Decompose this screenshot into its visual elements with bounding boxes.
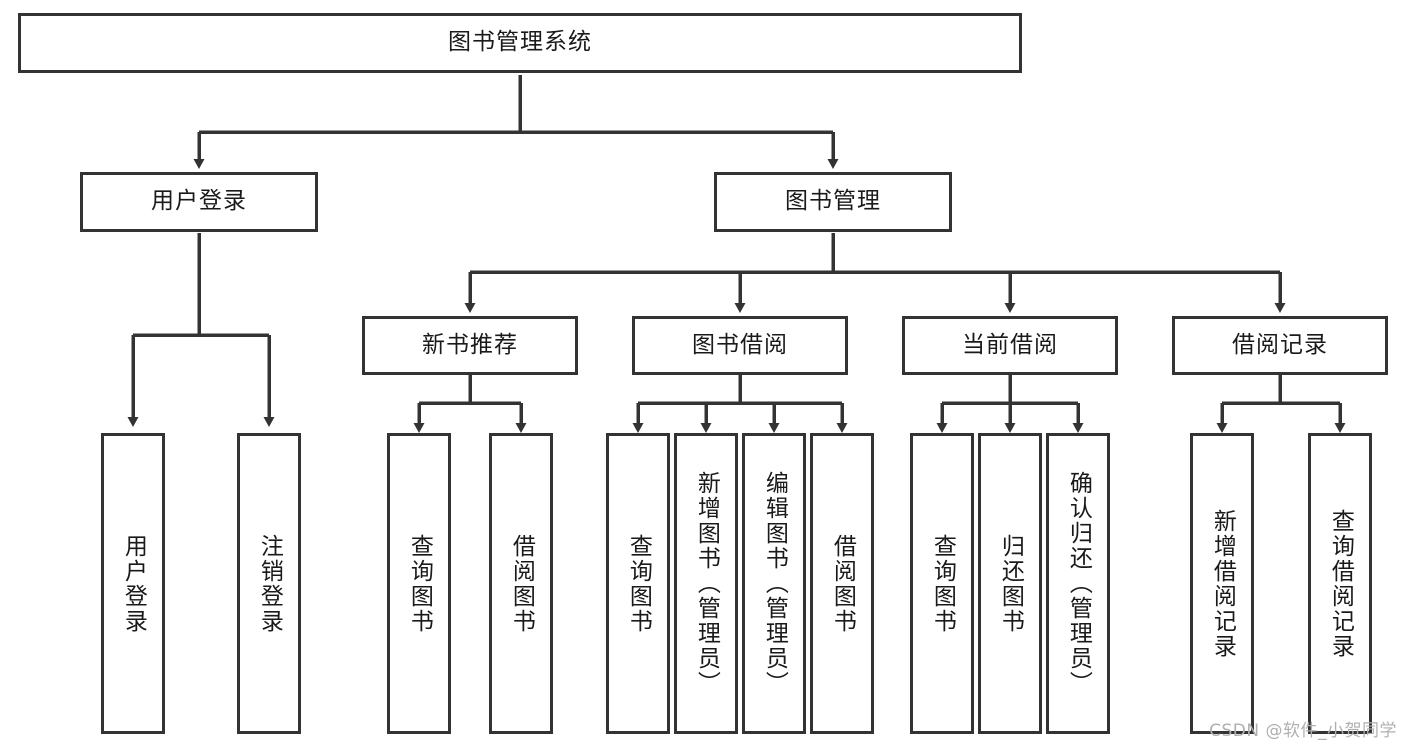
- node-leaf-query-book-3-label: 查询图书: [929, 533, 956, 634]
- node-leaf-query-book-1-label: 查询图书: [406, 533, 433, 634]
- node-leaf-return-book-label: 归还图书: [997, 533, 1024, 634]
- node-book-borrow-label: 图书借阅: [692, 331, 788, 358]
- node-leaf-user-login[interactable]: 用户登录: [101, 433, 165, 734]
- node-user-login-label: 用户登录: [151, 188, 247, 215]
- node-leaf-query-book-1[interactable]: 查询图书: [387, 433, 451, 734]
- node-new-book-recommend-label: 新书推荐: [422, 331, 518, 358]
- node-new-book-recommend[interactable]: 新书推荐: [362, 316, 578, 375]
- watermark: CSDN @软件_小贺同学: [1209, 721, 1397, 741]
- node-leaf-query-record[interactable]: 查询借阅记录: [1308, 433, 1372, 734]
- node-borrow-record[interactable]: 借阅记录: [1172, 316, 1388, 375]
- node-book-borrow[interactable]: 图书借阅: [632, 316, 848, 375]
- node-borrow-record-label: 借阅记录: [1232, 331, 1328, 358]
- node-leaf-borrow-book-2[interactable]: 借阅图书: [810, 433, 874, 734]
- node-leaf-borrow-book-1-label: 借阅图书: [508, 533, 535, 634]
- node-user-login[interactable]: 用户登录: [80, 172, 318, 232]
- node-leaf-user-login-label: 用户登录: [120, 533, 147, 634]
- node-leaf-add-record[interactable]: 新增借阅记录: [1190, 433, 1254, 734]
- node-current-borrow-label: 当前借阅: [962, 331, 1058, 358]
- node-leaf-return-book[interactable]: 归还图书: [978, 433, 1042, 734]
- node-leaf-query-book-3[interactable]: 查询图书: [910, 433, 974, 734]
- node-leaf-query-book-2-label: 查询图书: [625, 533, 652, 634]
- node-leaf-logout-label: 注销登录: [256, 533, 283, 634]
- node-leaf-edit-book-label: 编辑图书（管理员）: [761, 471, 788, 696]
- node-leaf-add-record-label: 新增借阅记录: [1209, 508, 1236, 659]
- node-leaf-confirm-return-label: 确认归还（管理员）: [1065, 471, 1092, 696]
- node-root[interactable]: 图书管理系统: [18, 13, 1022, 73]
- node-leaf-edit-book[interactable]: 编辑图书（管理员）: [742, 433, 806, 734]
- node-leaf-query-record-label: 查询借阅记录: [1327, 508, 1354, 659]
- node-leaf-borrow-book-2-label: 借阅图书: [829, 533, 856, 634]
- node-leaf-confirm-return[interactable]: 确认归还（管理员）: [1046, 433, 1110, 734]
- node-leaf-add-book-label: 新增图书（管理员）: [693, 471, 720, 696]
- node-leaf-borrow-book-1[interactable]: 借阅图书: [489, 433, 553, 734]
- node-leaf-add-book[interactable]: 新增图书（管理员）: [674, 433, 738, 734]
- node-root-label: 图书管理系统: [448, 29, 592, 56]
- node-leaf-logout[interactable]: 注销登录: [237, 433, 301, 734]
- node-leaf-query-book-2[interactable]: 查询图书: [606, 433, 670, 734]
- node-current-borrow[interactable]: 当前借阅: [902, 316, 1118, 375]
- node-book-manage[interactable]: 图书管理: [714, 172, 952, 232]
- node-book-manage-label: 图书管理: [785, 188, 881, 215]
